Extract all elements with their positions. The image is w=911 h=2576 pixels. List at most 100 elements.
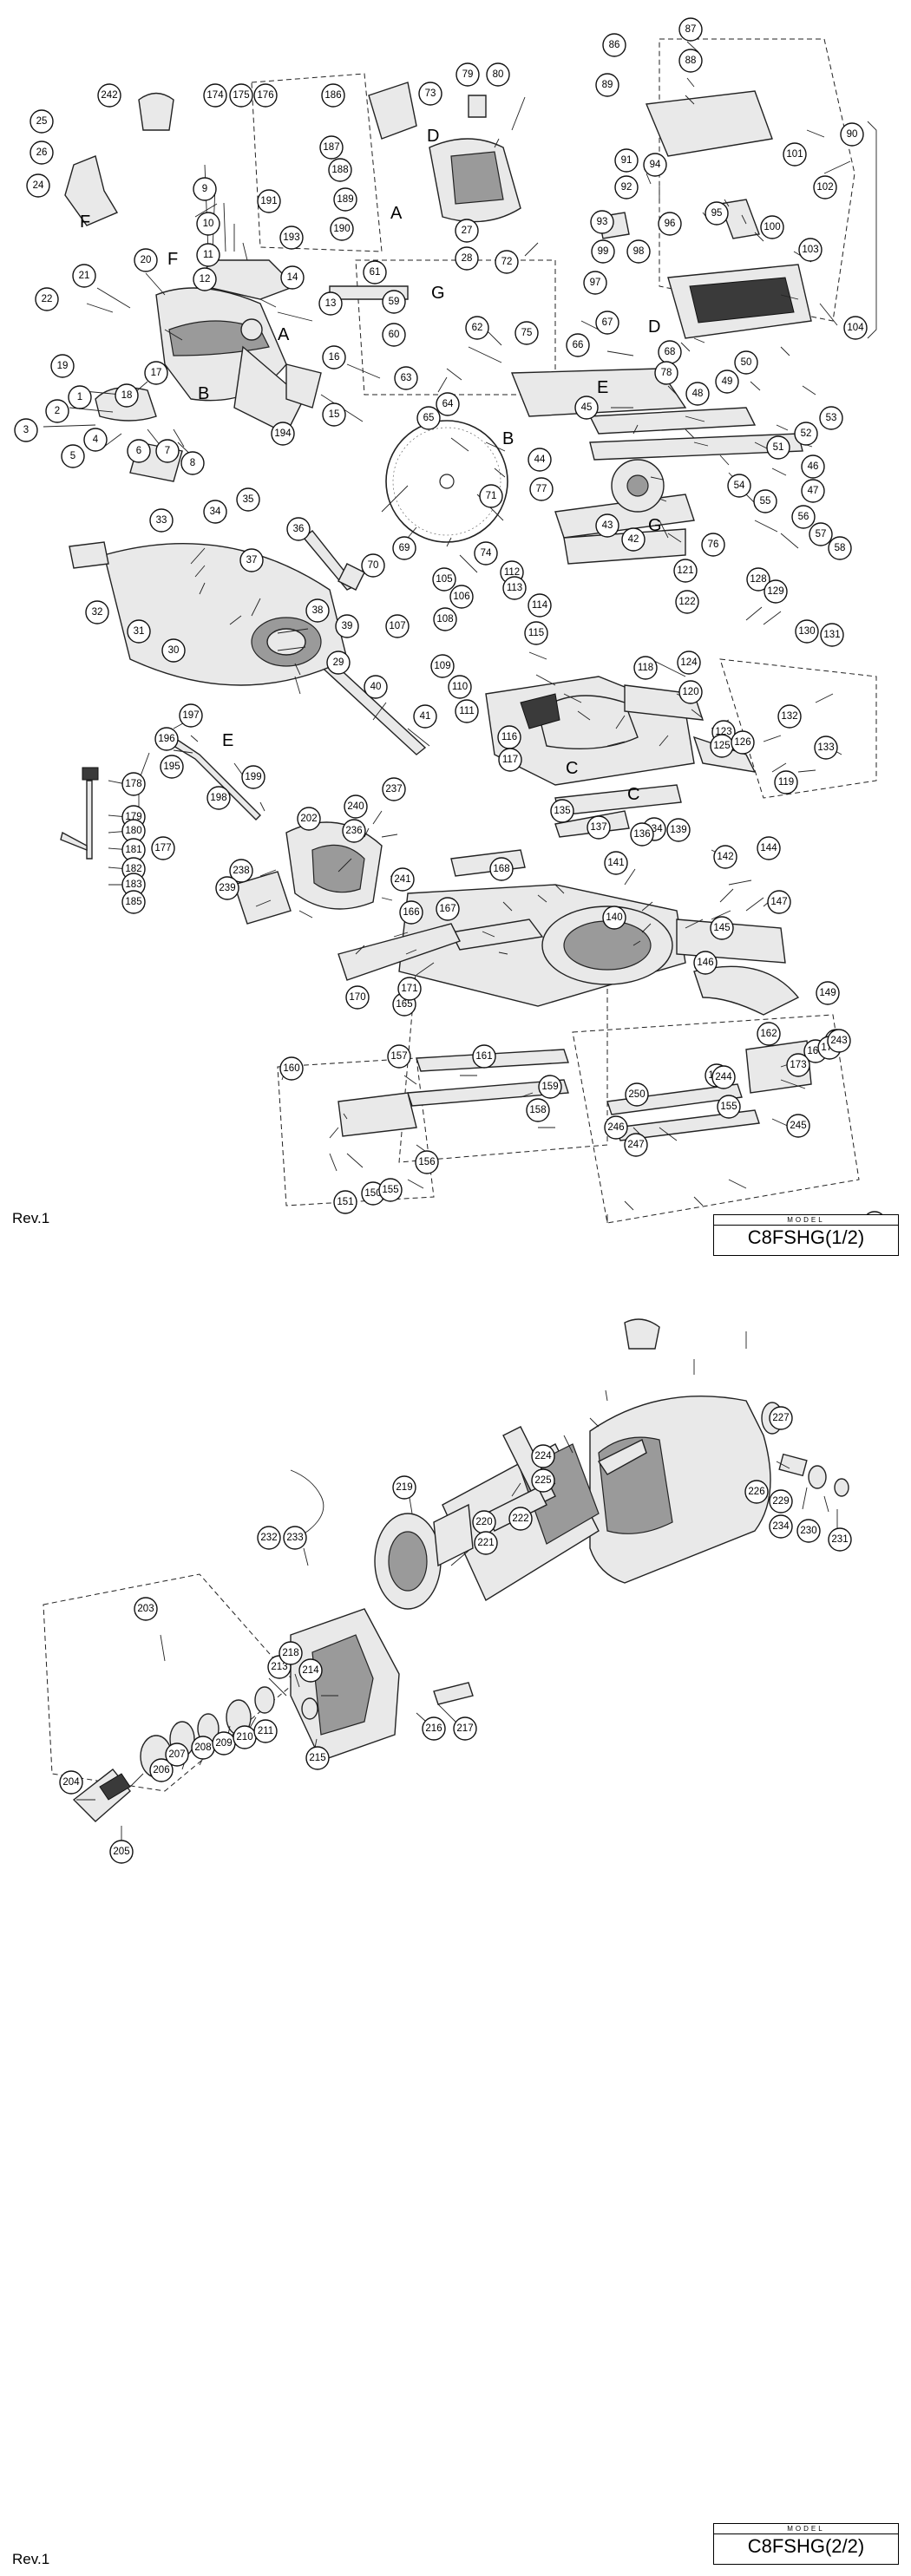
page1-callout-circle bbox=[328, 158, 352, 182]
page1-callout-label: 185 bbox=[125, 897, 141, 907]
page2-callout-circle bbox=[508, 1507, 533, 1531]
page1-callout-label: 69 bbox=[399, 543, 410, 553]
page2-callout-label: 206 bbox=[153, 1765, 169, 1775]
page1-callout-label: 159 bbox=[541, 1082, 558, 1092]
page1-callout-circle bbox=[566, 333, 590, 357]
page1-callout-circle bbox=[193, 177, 217, 201]
page1-callout-label: 46 bbox=[808, 461, 819, 472]
page1-callout-circle bbox=[701, 533, 725, 557]
page1-callout-label: 86 bbox=[609, 40, 620, 50]
page1-callout-label: 190 bbox=[333, 224, 350, 234]
model-name: C8FSHG(2/2) bbox=[747, 2535, 865, 2557]
page2-callout-circle bbox=[453, 1716, 477, 1741]
page1-callout-circle bbox=[809, 522, 833, 546]
page1-callout-label: 149 bbox=[819, 988, 836, 998]
page1-callout-circle bbox=[633, 656, 658, 680]
page1-callout-circle bbox=[363, 260, 387, 284]
page1-callout-label: 116 bbox=[501, 732, 517, 742]
page2-callout-circle bbox=[474, 1531, 498, 1555]
page1-callout-label: 110 bbox=[452, 682, 468, 692]
ref-letter-f2: F bbox=[167, 250, 178, 269]
page2-callout-circle bbox=[392, 1475, 416, 1500]
page2-callout-circle bbox=[283, 1526, 307, 1550]
page1-callout-circle bbox=[625, 1082, 649, 1107]
page1-callout-circle bbox=[432, 567, 456, 592]
page1-callout-circle bbox=[717, 1095, 741, 1119]
page1-callout-circle bbox=[591, 239, 615, 264]
page1-callout-label: 25 bbox=[36, 116, 48, 127]
page1-callout-label: 36 bbox=[293, 524, 305, 534]
page1-callout-label: 188 bbox=[331, 165, 348, 175]
page1-callout-circle bbox=[236, 487, 260, 512]
page1-callout-circle bbox=[502, 576, 527, 600]
page1-callout-label: 104 bbox=[847, 323, 864, 333]
page1-callout-circle bbox=[399, 900, 423, 925]
page2-callout-circle bbox=[298, 1658, 323, 1683]
page1-callout-label: 191 bbox=[260, 196, 277, 206]
page1-callout-label: 5 bbox=[70, 451, 75, 461]
page1-callout-label: 98 bbox=[633, 246, 645, 257]
page1-callout-circle bbox=[479, 484, 503, 508]
page1-callout-circle bbox=[529, 477, 554, 501]
page1-callout-circle bbox=[121, 890, 146, 914]
page2-callout-label: 227 bbox=[772, 1413, 789, 1423]
page1-callout-label: 76 bbox=[708, 539, 719, 550]
page1-callout-label: 158 bbox=[529, 1105, 546, 1115]
page1-callout-label: 125 bbox=[713, 741, 730, 751]
page1-callout-circle bbox=[621, 527, 646, 552]
page1-callout-label: 91 bbox=[621, 155, 632, 166]
page1-callout-circle bbox=[361, 553, 385, 578]
page1-callout-label: 39 bbox=[342, 621, 353, 631]
page1-callout-circle bbox=[828, 536, 852, 560]
page1-callout-label: 119 bbox=[778, 777, 794, 788]
page1-callout-circle bbox=[179, 703, 203, 728]
page1-callout-circle bbox=[330, 217, 354, 241]
page1-callout-circle bbox=[318, 291, 343, 316]
page1-callout-circle bbox=[734, 350, 758, 375]
page1-callout-circle bbox=[666, 818, 691, 842]
page1-callout-label: 26 bbox=[36, 147, 48, 158]
page1-callout-circle bbox=[587, 815, 611, 840]
page1-callout-circle bbox=[786, 1053, 810, 1077]
page1-callout-label: 103 bbox=[802, 245, 818, 255]
page2-callout-label: 208 bbox=[194, 1742, 211, 1753]
page1-callout-label: 68 bbox=[665, 347, 676, 357]
page1-callout-label: 142 bbox=[717, 852, 733, 862]
page1-callout-label: 60 bbox=[389, 330, 400, 340]
page1-callout-circle bbox=[643, 153, 667, 177]
page1-callout-label: 197 bbox=[182, 710, 199, 721]
page1-callout-label: 247 bbox=[627, 1140, 644, 1150]
page2-callout-label: 204 bbox=[62, 1777, 80, 1788]
page1-callout-label: 9 bbox=[202, 184, 207, 194]
page1-callout-label: 2 bbox=[55, 406, 60, 416]
page1-callout-label: 38 bbox=[312, 605, 324, 616]
page1-callout-label: 80 bbox=[493, 69, 504, 80]
page2-callout-label: 221 bbox=[477, 1538, 494, 1548]
ref-letter-c1: C bbox=[566, 759, 578, 778]
page1-callout-circle bbox=[602, 906, 626, 930]
page1-callout-label: 133 bbox=[817, 742, 834, 753]
page1-callout-label: 61 bbox=[370, 267, 381, 278]
page1-callout-circle bbox=[843, 316, 868, 340]
page1-callout-label: 96 bbox=[665, 219, 676, 229]
page1-callout-circle bbox=[345, 985, 370, 1010]
page1-callout-circle bbox=[50, 354, 75, 378]
page1-callout-circle bbox=[840, 122, 864, 147]
page1-callout-label: 89 bbox=[602, 80, 613, 90]
page1-callout-circle bbox=[413, 704, 437, 729]
page1-callout-label: 87 bbox=[685, 24, 697, 35]
page1-callout-circle bbox=[678, 17, 703, 42]
page1-callout-circle bbox=[382, 777, 406, 801]
page1-callout-circle bbox=[495, 250, 519, 274]
page1-callout-label: 53 bbox=[826, 413, 837, 423]
page1-callout-circle bbox=[68, 385, 92, 409]
page1-callout-label: 244 bbox=[715, 1072, 732, 1082]
page1-callout-label: 194 bbox=[274, 428, 292, 439]
page1-callout-circle bbox=[816, 981, 840, 1005]
page2-callout-circle bbox=[257, 1526, 281, 1550]
page1-callout-circle bbox=[286, 517, 311, 541]
page1-callout-label: 115 bbox=[528, 628, 544, 638]
page1-callout-label: 101 bbox=[786, 149, 803, 160]
page1-callout-circle bbox=[416, 406, 441, 430]
